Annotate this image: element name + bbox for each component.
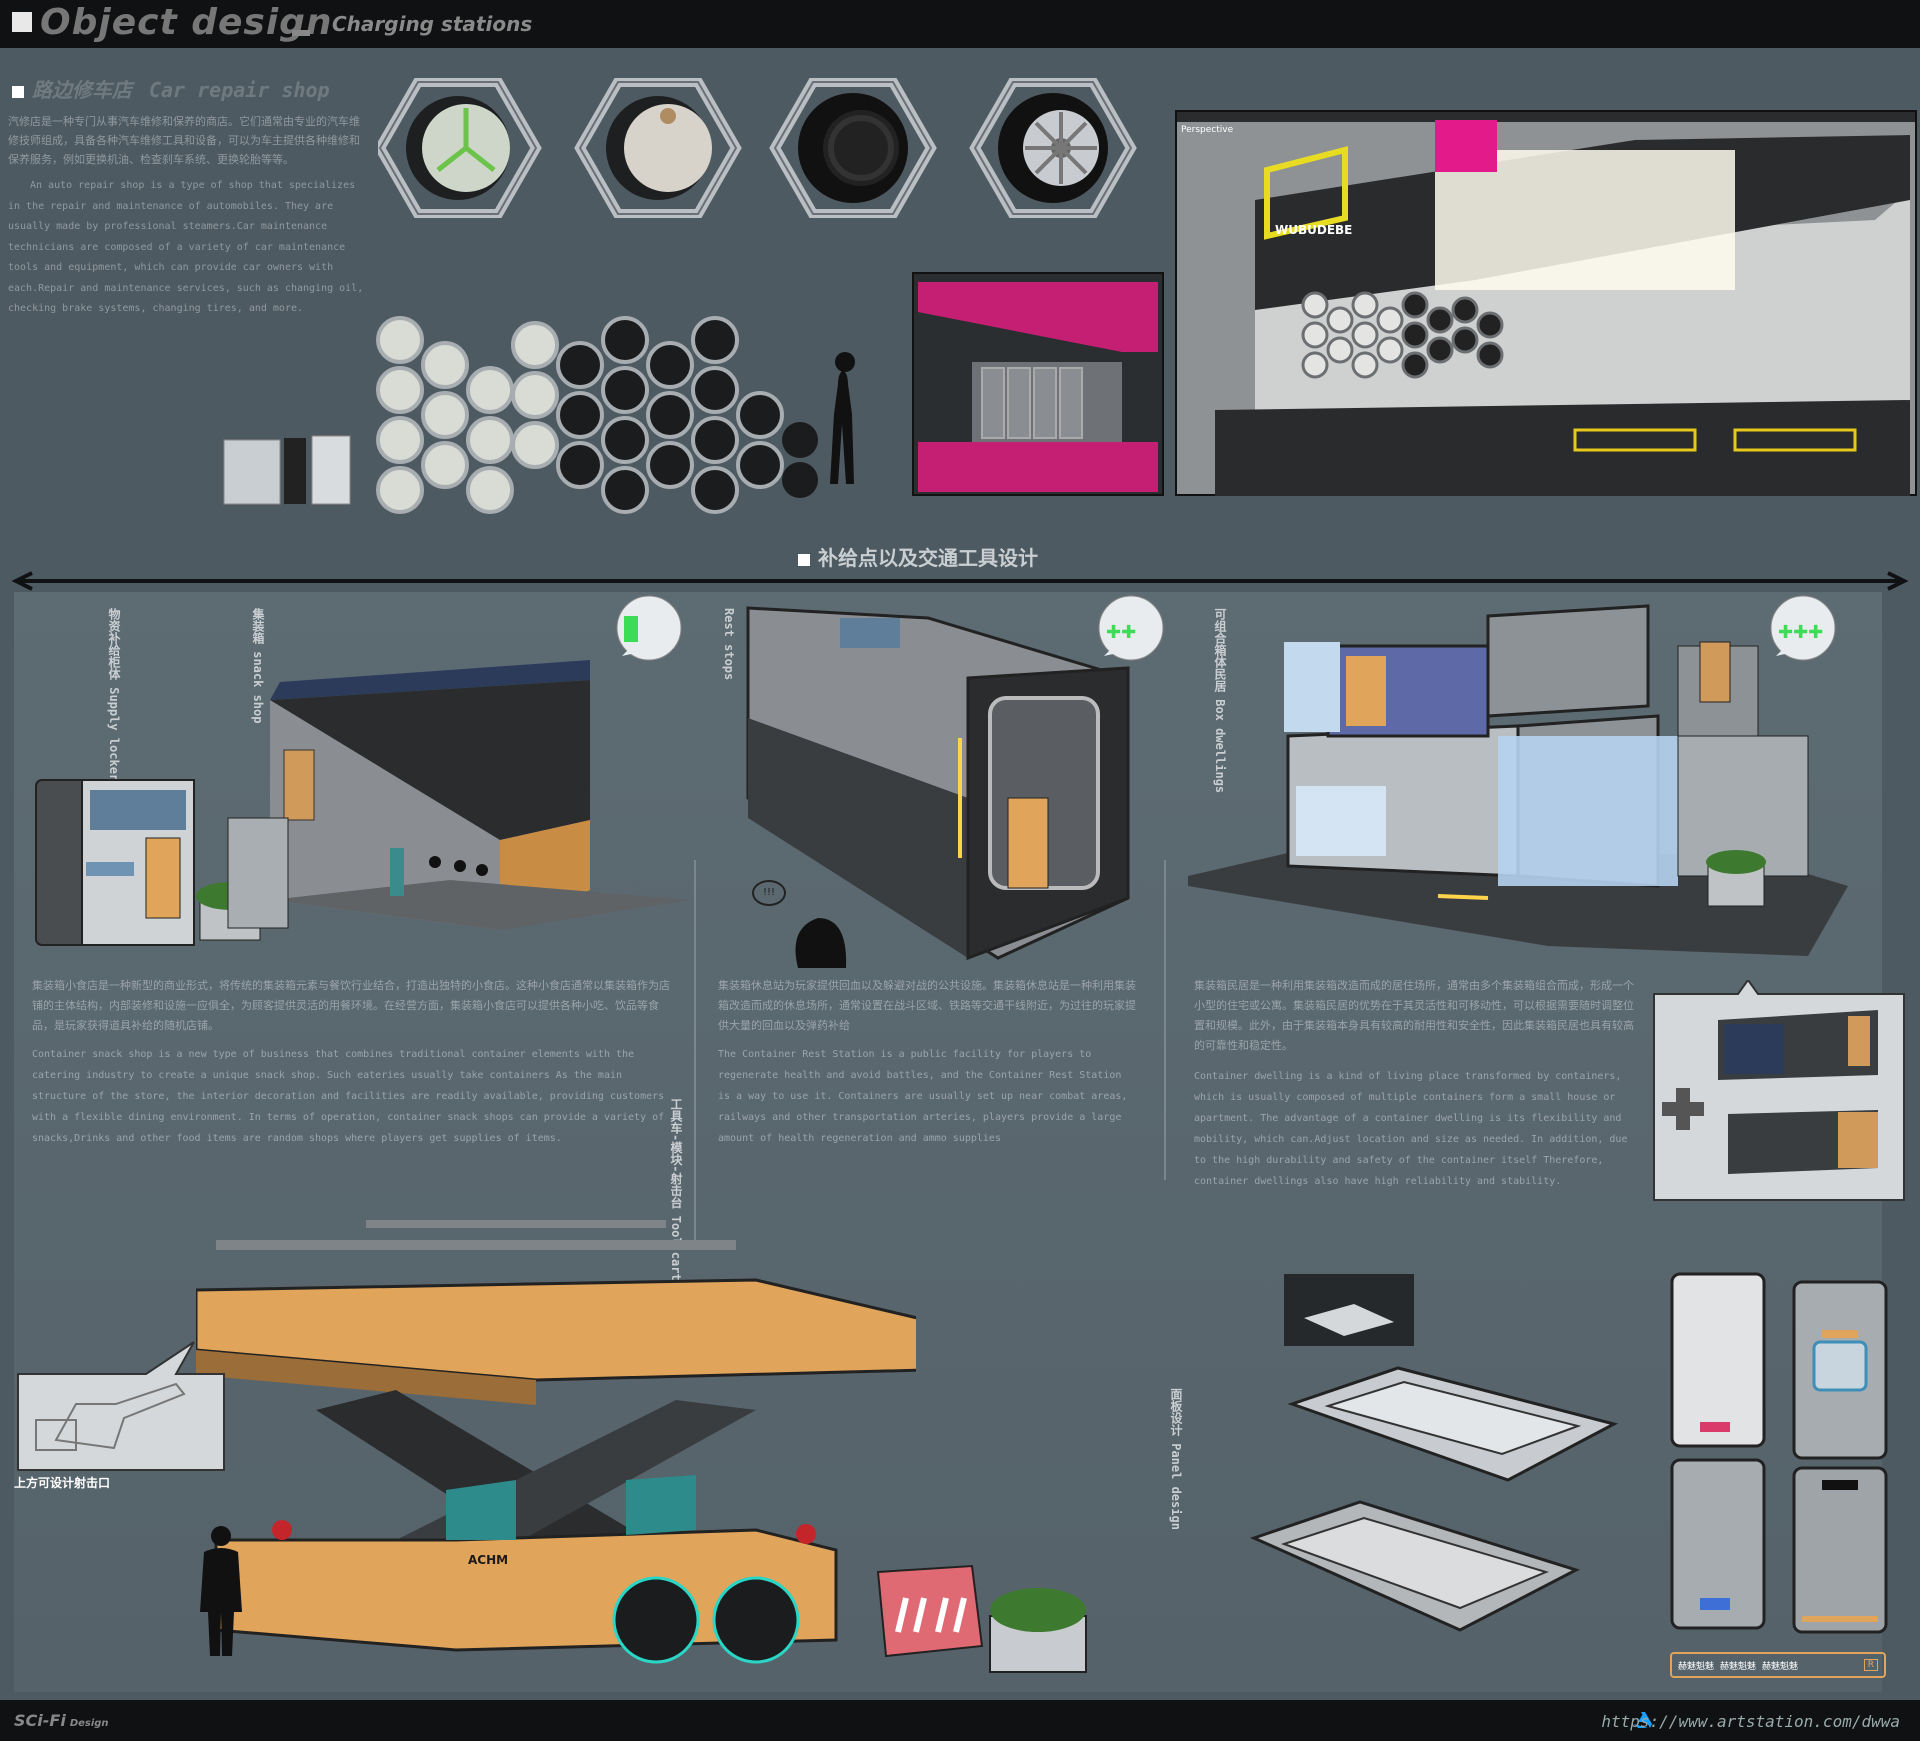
snack-shop-illustration [35, 660, 690, 946]
panel-tag: 赫魅魁魅 [1678, 1661, 1715, 1672]
vehicle-brand-logo: ACHM [468, 1553, 508, 1567]
panel-tag: 赫魅魁魅 [1762, 1661, 1799, 1672]
panel-front-b [1792, 1280, 1888, 1460]
scissor-lift-vehicle: ACHM [196, 1220, 916, 1664]
panel-tag-r: R [1863, 1659, 1878, 1671]
section-arrow-divider [11, 571, 1909, 591]
dwelling-desc-en: Container dwelling is a kind of living p… [1194, 1071, 1628, 1187]
pink-render-preview [912, 272, 1164, 496]
panel-open-iso [1250, 1500, 1580, 1632]
launcher-note-callout [17, 1341, 225, 1471]
top-banner: Object design Charging stations [0, 0, 1920, 48]
cat-speech-bubble: !!! [752, 880, 786, 906]
repair-shop-heading: 路边修车店 Car repair shop [12, 74, 330, 103]
svg-text:✚✚: ✚✚ [1106, 622, 1136, 643]
vehicle-wheels [612, 1576, 800, 1664]
column-divider [1164, 860, 1166, 1180]
supply-crate-and-planter [876, 1564, 1087, 1673]
cat-silhouette [795, 918, 847, 968]
repair-shop-desc-en: An auto repair shop is a type of shop th… [8, 180, 364, 314]
tire-hex-1 [775, 82, 931, 214]
rest-badge-icon: ✚✚ [1098, 595, 1164, 661]
section2-heading: 补给点以及交通工具设计 [798, 542, 1038, 571]
artstation-icon [1634, 1712, 1652, 1728]
render-brand-sign: WUBUDEBE [1275, 223, 1352, 237]
hex-tire-showcase [378, 78, 1168, 218]
panel-front-d [1792, 1466, 1888, 1634]
artstation-link[interactable]: https://www.artstation.com/dwwa [1601, 1712, 1900, 1731]
heading-square-icon [12, 85, 24, 98]
repair-shop-title-en: Car repair shop [148, 78, 330, 102]
render-viewport-label: Perspective [1181, 125, 1234, 135]
hex-tire-wall [223, 316, 855, 514]
human-scale-silhouette [200, 1526, 242, 1656]
panel-front-a [1670, 1272, 1766, 1448]
svg-text:✚✚✚: ✚✚✚ [1778, 622, 1823, 643]
charger-hex-1 [380, 82, 536, 214]
page-title: Object design [40, 2, 333, 43]
snack-badge-icon [616, 595, 682, 661]
title-divider [292, 30, 310, 36]
charger-hex-2 [580, 82, 736, 214]
panel-design-label: 面板设计 Panel design [1169, 1388, 1183, 1530]
panel-preview-thumbnail [1284, 1274, 1414, 1346]
snack-shop-label: 集装箱 snack shop [251, 608, 265, 724]
tire-hex-2 [975, 82, 1131, 214]
panel-front-c [1670, 1458, 1766, 1630]
rest-desc-cn: 集装箱休息站为玩家提供回血以及躲避对战的公共设施。集装箱休息站是一种利用集装箱改… [718, 979, 1136, 1032]
container-combination-callout [1653, 980, 1905, 1201]
snack-desc-en: Container snack shop is a new type of bu… [32, 1049, 665, 1144]
rest-stop-illustration [746, 606, 1130, 968]
dwelling-badge-icon: ✚✚✚ [1770, 595, 1836, 661]
heading-square-icon [798, 553, 810, 566]
supply-locker [35, 779, 195, 946]
rest-desc-en: The Container Rest Station is a public f… [718, 1049, 1128, 1144]
title-square-icon [12, 12, 32, 32]
box-dwelling-illustration [1188, 604, 1848, 956]
column-divider [694, 860, 696, 1240]
page-subtitle: Charging stations [332, 12, 533, 36]
repair-shop-desc-cn: 汽修店是一种专门从事汽车维修和保养的商店。它们通常由专业的汽车维修技师组成，具备… [8, 115, 360, 166]
repair-shop-title-cn: 路边修车店 [32, 78, 132, 102]
snack-desc-cn: 集装箱小食店是一种新型的商业形式，将传统的集装箱元素与餐饮行业结合，打造出独特的… [32, 979, 670, 1032]
rest-stops-label: Rest stops [722, 608, 736, 681]
panel-tag-strip: 赫魅魁魅 赫魅魁魅 赫魅魁魅 R [1670, 1652, 1886, 1678]
box-dwellings-label: 可组合箱体民居 Box dwellings [1213, 608, 1227, 794]
panel-tag: 赫魅魁魅 [1720, 1661, 1757, 1672]
section2-title: 补给点以及交通工具设计 [818, 546, 1038, 570]
tool-carts-label: 工具车-模块-射击台 Tool carts [669, 1098, 683, 1288]
panel-closed-iso [1288, 1366, 1618, 1482]
supply-lockers-label: 物资补给柜体 Supply lockers [107, 608, 121, 789]
garage-3d-render: Perspective WUBUDEBE [1175, 110, 1917, 496]
launcher-note-text: 上方可设计射击口 [14, 1476, 111, 1490]
snack-container [270, 660, 690, 930]
dwelling-desc-cn: 集装箱民居是一种利用集装箱改造而成的居住场所，通常由多个集装箱组合而成，形成一个… [1194, 979, 1634, 1052]
